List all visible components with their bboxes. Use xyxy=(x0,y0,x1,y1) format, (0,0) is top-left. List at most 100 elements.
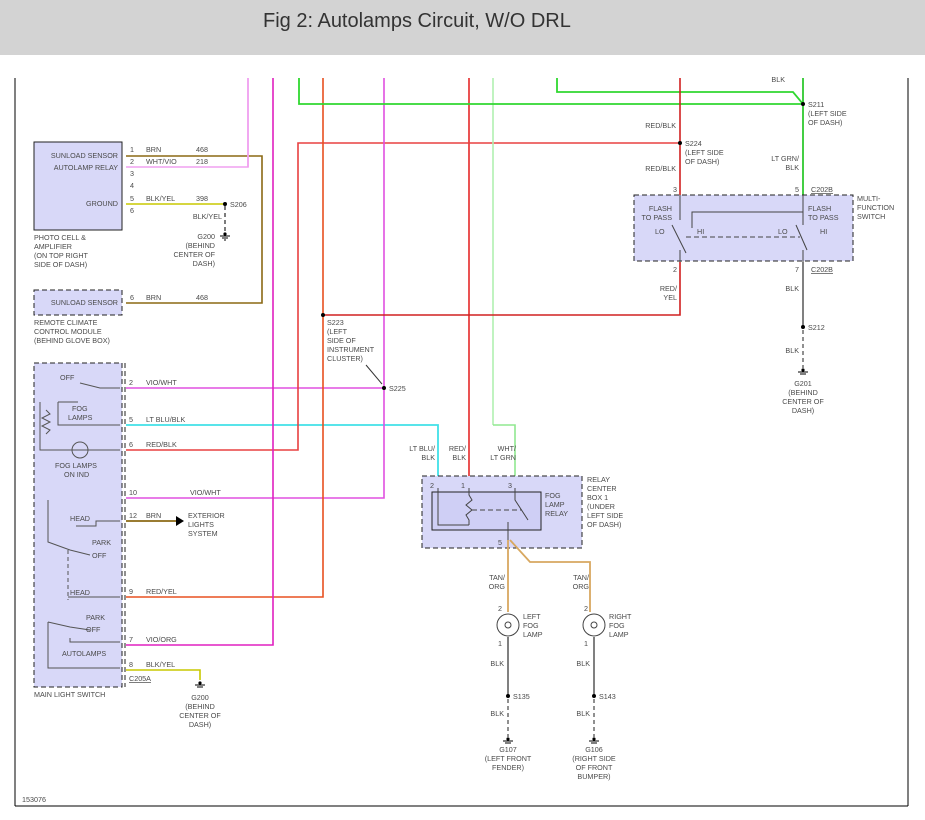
svg-text:SYSTEM: SYSTEM xyxy=(188,529,218,538)
right-fog-lamp-bulb[interactable] xyxy=(582,613,606,637)
svg-text:BUMPER): BUMPER) xyxy=(577,772,610,781)
pin-number: 3 xyxy=(508,481,512,490)
svg-text:EXTERIOR: EXTERIOR xyxy=(188,511,225,520)
wire-label: RED/ xyxy=(660,284,677,293)
main-light-switch-box[interactable] xyxy=(33,362,123,688)
svg-text:SIDE OF: SIDE OF xyxy=(327,336,356,345)
figure-title: Fig 2: Autolamps Circuit, W/O DRL xyxy=(263,10,571,32)
pin-number: 10 xyxy=(129,488,137,497)
hi-label: HI xyxy=(697,227,704,236)
fog-lamp-relay[interactable] xyxy=(431,491,542,531)
svg-text:(LEFT SIDE: (LEFT SIDE xyxy=(808,109,847,118)
svg-text:CONTROL MODULE: CONTROL MODULE xyxy=(34,327,102,336)
pin-number: 2 xyxy=(130,157,134,166)
ground-g106: G106 (RIGHT SIDE OF FRONT BUMPER) xyxy=(572,737,616,781)
svg-text:G200: G200 xyxy=(191,693,209,702)
splice-s224-dot xyxy=(678,141,682,145)
svg-text:SIDE OF DASH): SIDE OF DASH) xyxy=(34,260,87,269)
svg-text:LAMP: LAMP xyxy=(523,630,543,639)
fog-lamps-label: FOG xyxy=(72,404,88,413)
svg-text:(LEFT FRONT: (LEFT FRONT xyxy=(485,754,532,763)
photo-cell-box[interactable] xyxy=(33,141,123,231)
splice-s211: S211 (LEFT SIDE OF DASH) xyxy=(808,100,847,127)
wire-label: BLK xyxy=(452,453,466,462)
wire-label: VIO/ORG xyxy=(146,635,177,644)
left-fog-lamp-label: LEFT FOG LAMP xyxy=(523,612,543,639)
pin-number: 5 xyxy=(130,194,134,203)
wire-red-yel xyxy=(126,78,324,598)
wire-label: BLK xyxy=(421,453,435,462)
wire-label: RED/YEL xyxy=(146,587,177,596)
wire-label: LT BLU/BLK xyxy=(146,415,185,424)
svg-text:G107: G107 xyxy=(499,745,517,754)
svg-text:S224: S224 xyxy=(685,139,702,148)
pin-number: 4 xyxy=(130,181,134,190)
mfs-internals xyxy=(671,195,808,262)
svg-text:LAMP: LAMP xyxy=(545,500,565,509)
svg-text:OF DASH): OF DASH) xyxy=(685,157,719,166)
svg-text:LIGHTS: LIGHTS xyxy=(188,520,214,529)
park-label: PARK xyxy=(92,538,111,547)
wire-label: TAN/ xyxy=(573,573,589,582)
wire-tan-org-right xyxy=(509,539,591,612)
wire-label: TAN/ xyxy=(489,573,505,582)
bulb-filament-icon xyxy=(590,621,598,629)
main-switch-internals xyxy=(39,382,120,669)
splice-s225-dot xyxy=(382,386,386,390)
wire-red-yel-mfs xyxy=(323,262,681,316)
wire-label: BRN xyxy=(146,511,161,520)
flash-to-pass-label: FLASH xyxy=(808,204,831,213)
left-fog-lamp-bulb[interactable] xyxy=(496,613,520,637)
exterior-lights-label: EXTERIOR LIGHTS SYSTEM xyxy=(188,511,225,538)
pin-label-ground: GROUND xyxy=(86,199,118,208)
wire-label: RED/BLK xyxy=(146,440,177,449)
wire-label: RED/ xyxy=(449,444,466,453)
ground-g200-top: G200 (BEHIND CENTER OF DASH) xyxy=(173,232,230,268)
wire-label: BLK xyxy=(785,346,799,355)
svg-text:(BEHIND: (BEHIND xyxy=(788,388,818,397)
svg-text:G200: G200 xyxy=(197,232,215,241)
svg-text:FOG: FOG xyxy=(523,621,539,630)
svg-text:DASH): DASH) xyxy=(189,720,211,729)
wire-label: BLK xyxy=(490,659,504,668)
svg-text:(UNDER: (UNDER xyxy=(587,502,615,511)
pin-number: 1 xyxy=(498,639,502,648)
fog-ind-label: FOG LAMPS xyxy=(55,461,97,470)
ground-g107: G107 (LEFT FRONT FENDER) xyxy=(485,737,532,772)
ground-g200-bottom: G200 (BEHIND CENTER OF DASH) xyxy=(179,681,221,729)
splice-s212: S212 xyxy=(808,323,825,332)
circuit-number: 398 xyxy=(196,194,208,203)
pin-label-sunload-remote: SUNLOAD SENSOR xyxy=(51,298,118,307)
svg-text:INSTRUMENT: INSTRUMENT xyxy=(327,345,375,354)
wire-label: BRN xyxy=(146,293,161,302)
pin-number: 12 xyxy=(129,511,137,520)
pin-label-autolamp-relay: AUTOLAMP RELAY xyxy=(54,163,119,172)
svg-text:REMOTE CLIMATE: REMOTE CLIMATE xyxy=(34,318,98,327)
svg-text:RELAY: RELAY xyxy=(587,475,610,484)
wire-label: LT BLU/ xyxy=(409,444,435,453)
svg-text:G201: G201 xyxy=(794,379,812,388)
svg-text:SWITCH: SWITCH xyxy=(857,212,885,221)
splice-s206: S206 xyxy=(230,200,247,209)
svg-text:FOG: FOG xyxy=(609,621,625,630)
remote-climate-box[interactable] xyxy=(33,289,123,316)
pin-number: 3 xyxy=(673,185,677,194)
main-light-switch-label: MAIN LIGHT SWITCH xyxy=(34,690,105,699)
pin-number: 5 xyxy=(129,415,133,424)
svg-text:DASH): DASH) xyxy=(792,406,814,415)
svg-text:FENDER): FENDER) xyxy=(492,763,524,772)
wire-label: ORG xyxy=(573,582,590,591)
svg-text:G106: G106 xyxy=(585,745,603,754)
flash-to-pass-label: FLASH xyxy=(649,204,672,213)
pin-number: 7 xyxy=(795,265,799,274)
multi-function-switch-box[interactable] xyxy=(633,194,854,262)
pin-number: 2 xyxy=(584,604,588,613)
svg-text:FUNCTION: FUNCTION xyxy=(857,203,894,212)
connector-c202b: C202B xyxy=(811,185,833,194)
svg-text:LEFT: LEFT xyxy=(523,612,541,621)
svg-text:(RIGHT SIDE: (RIGHT SIDE xyxy=(572,754,616,763)
circuit-number: 218 xyxy=(196,157,208,166)
wire-label: RED/BLK xyxy=(645,164,676,173)
wire-label: BLK/YEL xyxy=(193,212,222,221)
